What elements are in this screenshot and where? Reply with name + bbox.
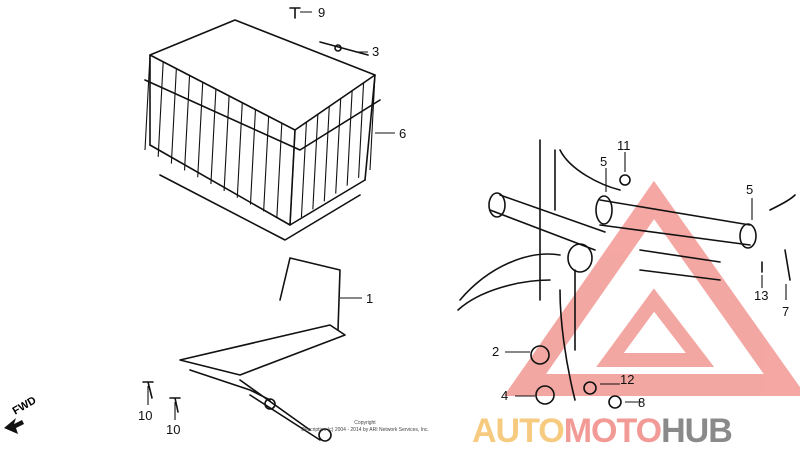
callout-5a: 5	[600, 154, 608, 169]
copyright-line-1: Copyright	[354, 420, 376, 426]
basket-wire	[346, 90, 353, 186]
copyright-notice: Copyright Description (c) 2004 - 2014 by…	[270, 420, 460, 433]
basket-wire	[183, 75, 191, 171]
bolt-10b	[169, 397, 181, 413]
basket	[144, 19, 381, 241]
basket-wire	[223, 95, 230, 191]
basket-wire	[369, 74, 376, 171]
basket-wire	[358, 82, 365, 178]
basket-wire	[276, 123, 283, 219]
watermark-hub: HUB	[661, 412, 733, 450]
basket-wire	[335, 98, 342, 194]
basket-wire	[157, 61, 164, 157]
copyright-line-2: Description (c) 2004 - 2014 by ARI Netwo…	[301, 426, 429, 433]
bolt-9	[289, 7, 301, 19]
callout-3: 3	[372, 44, 380, 59]
callout-13: 13	[754, 288, 769, 303]
basket-wire	[236, 102, 243, 198]
leader-lines	[147, 11, 787, 420]
callout-2: 2	[492, 344, 500, 359]
watermark-triangle	[503, 180, 800, 396]
callout-5b: 5	[746, 182, 754, 197]
basket-wire	[197, 82, 204, 178]
watermark-logo: AUTOMOTOHUB	[472, 412, 733, 450]
callout-11: 11	[617, 138, 631, 153]
basket-wire	[249, 109, 257, 205]
callout-4: 4	[501, 388, 509, 403]
basket-wire	[323, 106, 330, 202]
callout-10b: 10	[166, 422, 181, 437]
basket-bracket	[179, 257, 346, 442]
callout-7: 7	[782, 304, 790, 319]
basket-wire	[300, 122, 307, 218]
pin-3	[319, 41, 369, 56]
basket-wire	[210, 89, 217, 185]
basket-wire	[170, 68, 177, 164]
callout-12: 12	[620, 372, 635, 387]
basket-wire	[263, 116, 270, 212]
handlebar-assembly	[457, 139, 796, 409]
callout-10a: 10	[138, 408, 153, 423]
basket-wire	[312, 114, 319, 210]
callout-8: 8	[638, 395, 646, 410]
watermark-moto: MOTO	[563, 412, 662, 450]
callout-9: 9	[318, 5, 326, 20]
callout-6: 6	[399, 126, 407, 141]
bolt-10	[142, 381, 154, 399]
basket-wire	[144, 54, 151, 151]
basket-wire	[289, 129, 296, 226]
watermark-auto: AUTO	[472, 412, 565, 450]
fwd-arrow-icon	[4, 418, 24, 434]
callout-1: 1	[366, 291, 374, 306]
